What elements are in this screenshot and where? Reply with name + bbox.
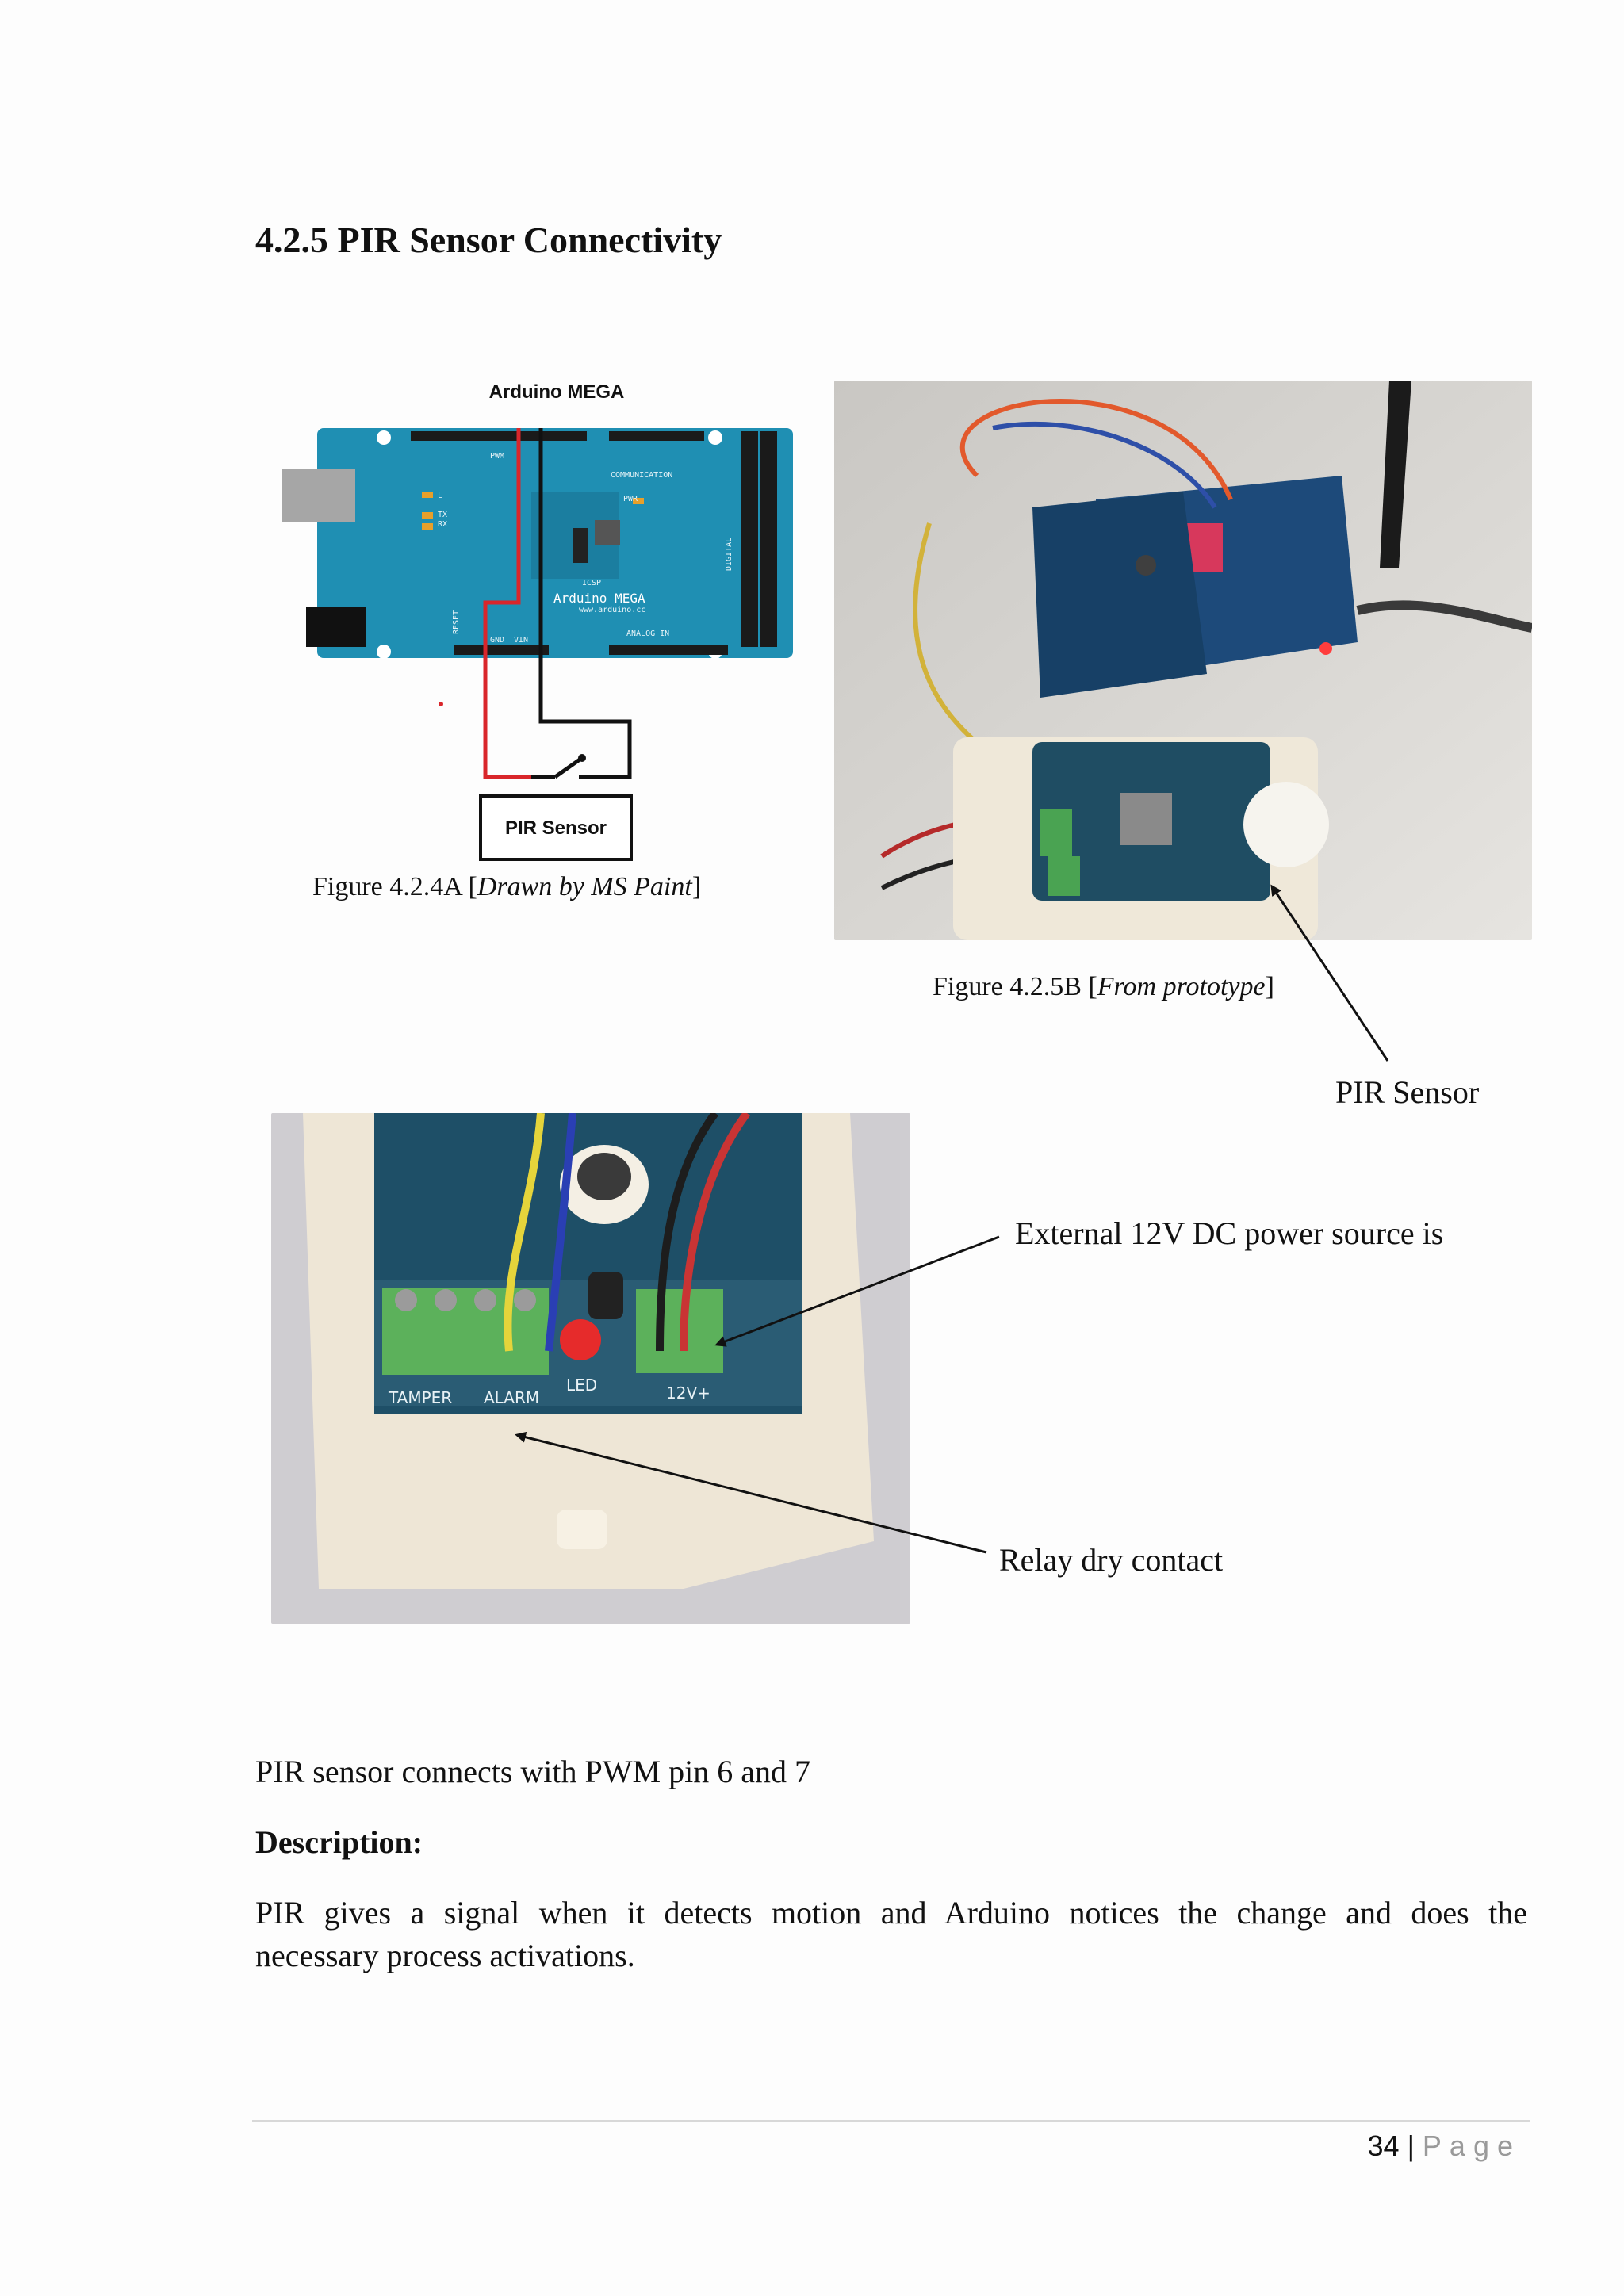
silk-gnd: GND <box>490 636 504 645</box>
wiring-diagram: Arduino MEGA PWM COMMUNICATION ANALOG IN… <box>282 381 793 861</box>
figure-b-number: Figure 4.2.5B <box>933 972 1082 1001</box>
black-wire <box>538 428 632 779</box>
page-separator: | <box>1407 2130 1415 2162</box>
silk-icsp: ICSP <box>582 579 601 587</box>
figure-a-caption: Figure 4.2.4A [Drawn by MS Paint] <box>312 872 702 901</box>
figure-a-number: Figure 4.2.4A <box>312 872 462 901</box>
footer-divider <box>252 2120 1530 2122</box>
red-wire <box>483 428 531 779</box>
label-alarm: ALARM <box>484 1388 539 1407</box>
silk-digital: DIGITAL <box>725 538 733 571</box>
callout-pir-sensor: PIR Sensor <box>1335 1074 1480 1110</box>
paragraph-description-line-1: PIR gives a signal when it detects motio… <box>255 1895 1527 1931</box>
silk-rx: RX <box>438 520 447 529</box>
page-number: 34 <box>1367 2130 1400 2162</box>
description-heading: Description: <box>255 1824 423 1860</box>
arrow-pir-sensor <box>1270 884 1389 1062</box>
arrow-power <box>714 1235 1000 1347</box>
callout-relay: Relay dry contact <box>999 1542 1224 1578</box>
section-heading: 4.2.5 PIR Sensor Connectivity <box>255 220 722 260</box>
page-footer: 34|Page <box>1368 2130 1521 2163</box>
usb-connector <box>282 469 355 522</box>
silk-vin: VIN <box>514 636 528 645</box>
prototype-photo <box>834 381 1532 940</box>
silk-reset: RESET <box>452 610 461 634</box>
label-tamper: TAMPER <box>388 1388 452 1407</box>
page-label: Page <box>1422 2130 1521 2162</box>
closeup-photo: TAMPER ALARM LED 12V+ <box>271 1113 910 1624</box>
callout-power: External 12V DC power source is <box>1015 1215 1444 1251</box>
figure-b-caption: Figure 4.2.5B [From prototype] <box>933 972 1274 1001</box>
board-silk-name: Arduino MEGA <box>553 591 645 606</box>
figure-b-source: From prototype <box>1097 972 1266 1001</box>
pir-box-label: PIR Sensor <box>505 817 607 839</box>
pir-sensor-box <box>479 794 633 861</box>
paragraph-pwm: PIR sensor connects with PWM pin 6 and 7 <box>255 1754 810 1789</box>
label-12v: 12V+ <box>666 1383 710 1402</box>
label-led: LED <box>566 1376 597 1395</box>
arrow-relay <box>515 1431 987 1554</box>
power-jack <box>306 607 366 647</box>
silk-pwm: PWM <box>490 452 504 461</box>
board-url: www.arduino.cc <box>579 606 645 614</box>
silk-analog-in: ANALOG IN <box>626 629 669 638</box>
silk-pwr: PWR <box>623 495 638 503</box>
silk-communication: COMMUNICATION <box>611 471 672 480</box>
figure-a-source: Drawn by MS Paint <box>477 872 692 901</box>
paragraph-description-line-2: necessary process activations. <box>255 1938 635 1973</box>
silk-tx: TX <box>438 511 447 519</box>
silk-l: L <box>438 492 442 500</box>
board-title: Arduino MEGA <box>489 381 625 403</box>
